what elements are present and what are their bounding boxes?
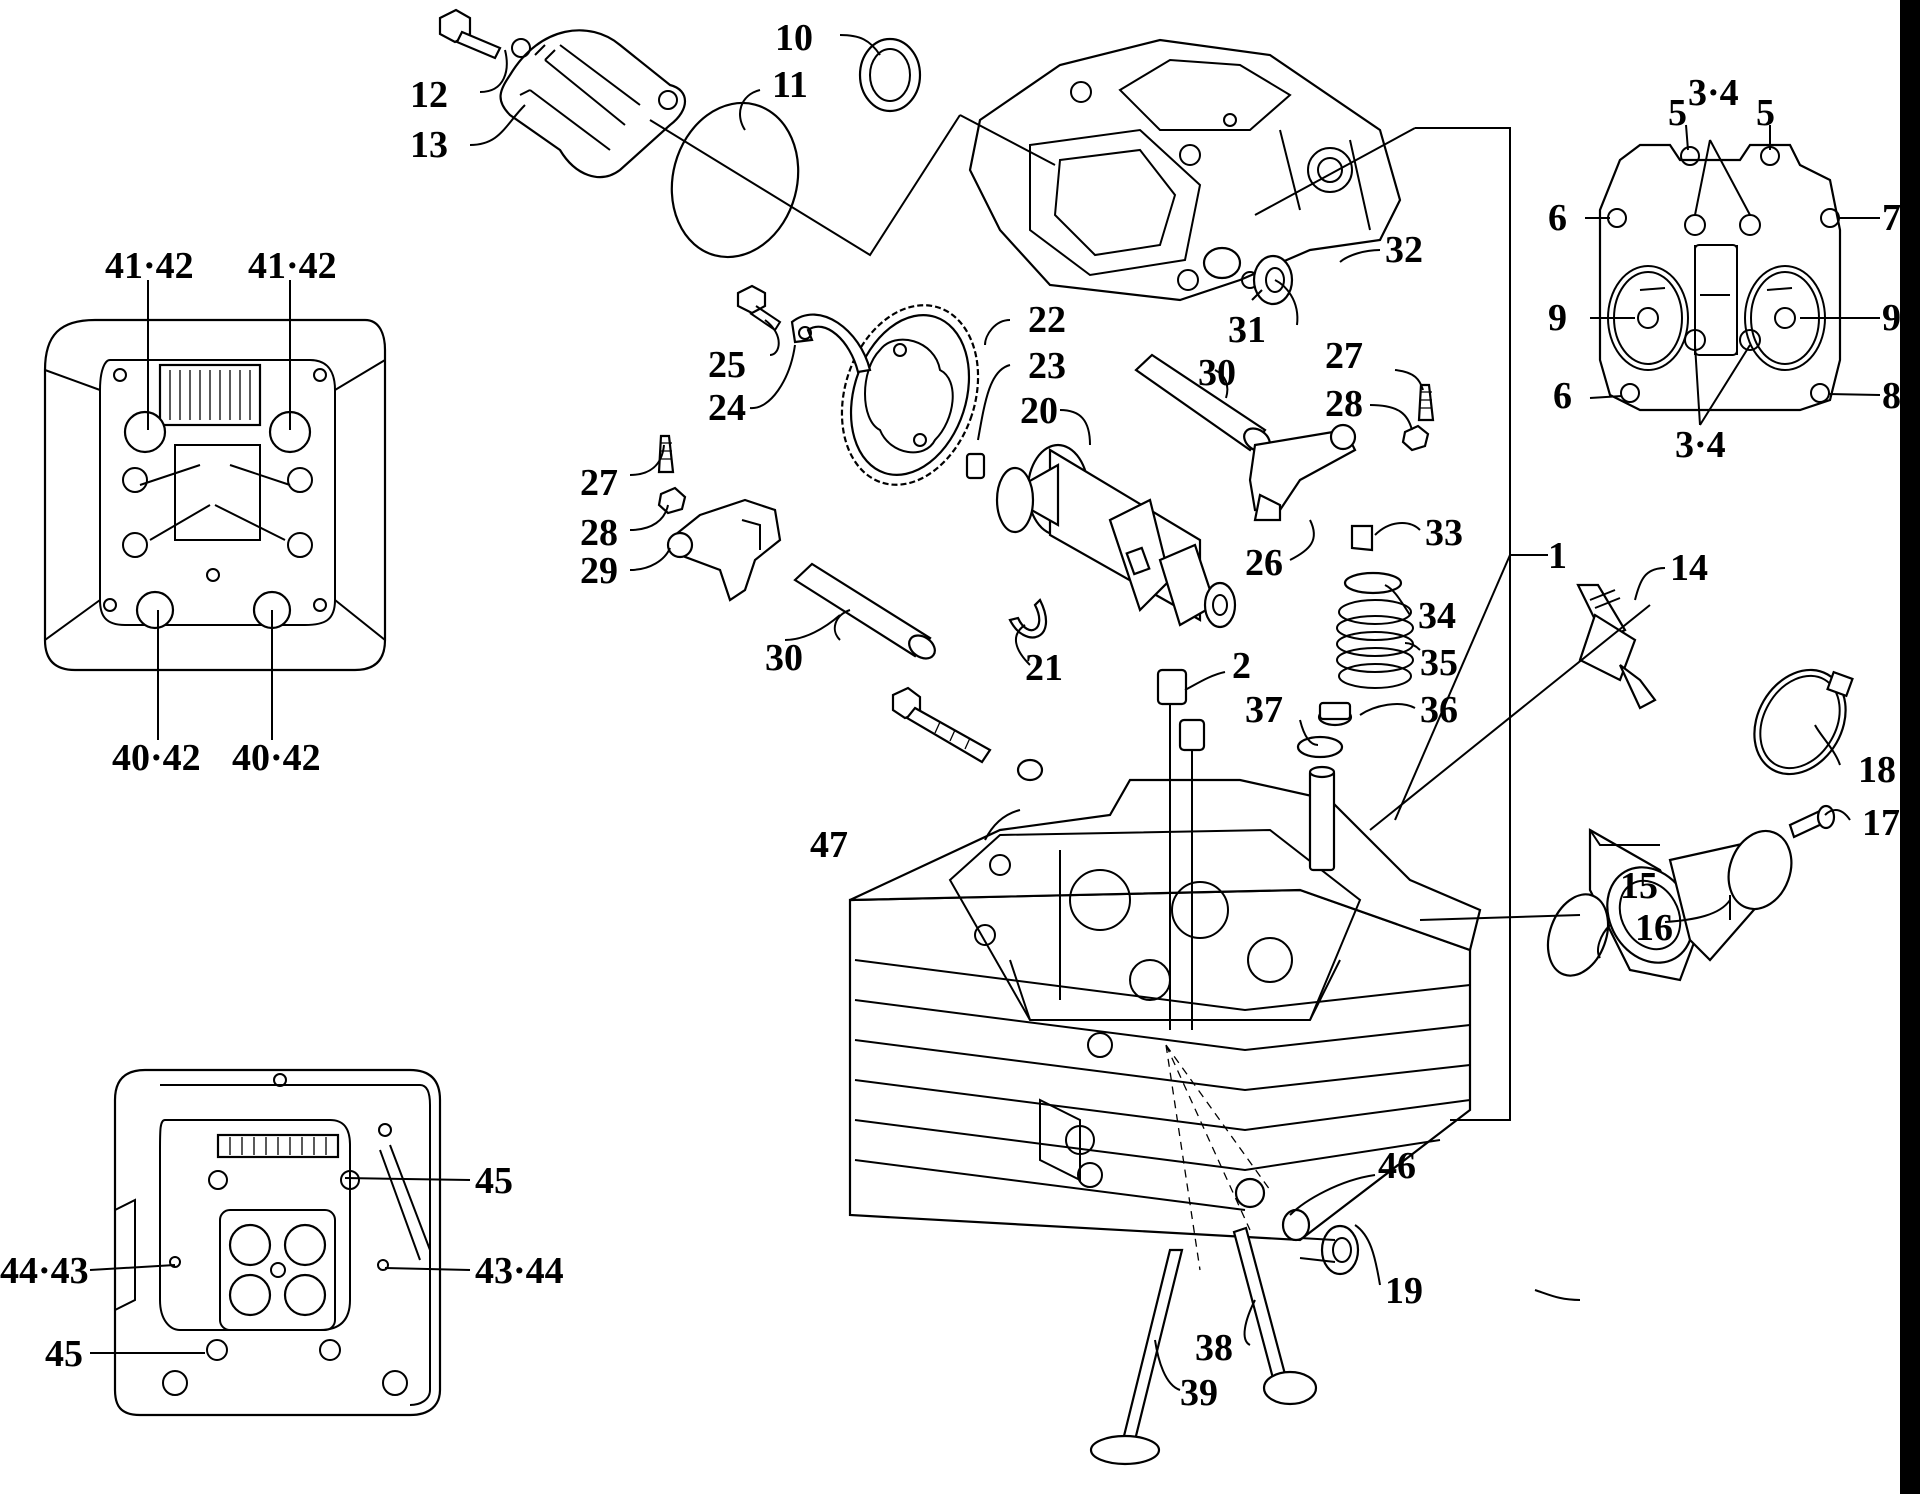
- callout-22: 22: [1028, 299, 1066, 341]
- adjuster-screw-lower: [657, 434, 687, 515]
- leader-lines: [89, 34, 1881, 1391]
- callout-20: 20: [1020, 390, 1058, 432]
- group-bracket: [1415, 127, 1548, 1121]
- bolt-25: [736, 284, 782, 332]
- callout-30-lower: 30: [765, 637, 803, 679]
- o-ring-31: [1202, 246, 1242, 280]
- dowel-pin: [965, 452, 986, 480]
- callout-44-43: 44·43: [0, 1250, 89, 1292]
- callout-27-left: 27: [580, 462, 618, 504]
- callout-labels: 1 2 3·4 3·4 5 5 6 6 7 8 9 9 10 11 12 13 …: [0, 17, 1901, 1414]
- callout-28-right: 28: [1325, 383, 1363, 425]
- inset-bottom-view: [113, 1068, 442, 1417]
- callout-9-right: 9: [1882, 297, 1901, 339]
- head-bolt: [891, 686, 1044, 782]
- callout-46: 46: [1378, 1145, 1416, 1187]
- callout-43-44: 43·44: [475, 1250, 564, 1292]
- valve-keeper: [1350, 524, 1374, 552]
- valve-stem-seal: [1317, 701, 1353, 727]
- callout-31: 31: [1228, 309, 1266, 351]
- valve-cover: [968, 38, 1402, 302]
- callout-36: 36: [1420, 689, 1458, 731]
- callout-39: 39: [1180, 1372, 1218, 1414]
- callout-12: 12: [410, 74, 448, 116]
- exhaust-valve: [1089, 1248, 1184, 1466]
- cover-gasket: [670, 101, 800, 259]
- callout-6-top: 6: [1548, 197, 1567, 239]
- callout-29: 29: [580, 550, 618, 592]
- cam-clip: [1008, 598, 1048, 639]
- cover-bolt: [438, 8, 502, 60]
- callout-45-upper: 45: [475, 1160, 513, 1202]
- callout-6-bottom: 6: [1553, 375, 1572, 417]
- plug-32: [1251, 254, 1294, 306]
- callout-45-lower: 45: [45, 1333, 83, 1375]
- callout-8: 8: [1882, 375, 1901, 417]
- callout-41-42-right: 41·42: [248, 245, 337, 287]
- callout-18: 18: [1858, 749, 1896, 791]
- callout-40-42-right: 40·42: [232, 737, 321, 779]
- callout-28-left: 28: [580, 512, 618, 554]
- callout-47: 47: [810, 824, 848, 866]
- rocker-shaft-upper: [1134, 353, 1271, 453]
- callout-19: 19: [1385, 1270, 1423, 1312]
- valve-guide-sleeve: [1308, 765, 1336, 872]
- cap-seal: [858, 37, 922, 113]
- callout-17: 17: [1862, 802, 1900, 844]
- callout-30-upper: 30: [1198, 352, 1236, 394]
- spark-plug: [1576, 583, 1657, 710]
- sprocket-retainer: [790, 313, 872, 374]
- callout-26: 26: [1245, 542, 1283, 584]
- dowel-pins: [1156, 668, 1206, 1030]
- rocker-arm-upper: [1248, 423, 1357, 522]
- callout-13: 13: [410, 124, 448, 166]
- callout-27-right: 27: [1325, 335, 1363, 377]
- callout-40-42-left: 40·42: [112, 737, 201, 779]
- valve-spring: [1336, 599, 1414, 689]
- rocker-arm-lower: [666, 498, 782, 602]
- callout-41-42-left: 41·42: [105, 245, 194, 287]
- callout-5-left: 5: [1668, 92, 1687, 134]
- spring-seat: [1296, 735, 1344, 759]
- callout-9-left: 9: [1548, 297, 1567, 339]
- callout-15: 15: [1620, 865, 1658, 907]
- callout-7: 7: [1882, 197, 1901, 239]
- plug-19: [1299, 1224, 1360, 1276]
- callout-1: 1: [1548, 535, 1567, 577]
- intake-valve: [1232, 1226, 1318, 1406]
- adjuster-screw-upper: [1401, 383, 1435, 452]
- callout-32: 32: [1385, 229, 1423, 271]
- callout-14: 14: [1670, 547, 1708, 589]
- callout-5-right: 5: [1756, 92, 1775, 134]
- rocker-shaft-lower: [793, 562, 936, 660]
- callout-37: 37: [1245, 689, 1283, 731]
- callout-38: 38: [1195, 1327, 1233, 1369]
- manifold-screw: [1788, 804, 1836, 839]
- callout-10: 10: [775, 17, 813, 59]
- callout-2: 2: [1232, 645, 1251, 687]
- callout-21: 21: [1025, 647, 1063, 689]
- inset-top-view: [43, 318, 387, 672]
- o-ring-46: [1281, 1208, 1311, 1242]
- callout-35: 35: [1420, 642, 1458, 684]
- callout-33: 33: [1425, 512, 1463, 554]
- callout-16: 16: [1635, 907, 1673, 949]
- callout-11: 11: [772, 64, 808, 106]
- edge-bar: [1900, 0, 1920, 1494]
- callout-3-4-top: 3·4: [1688, 72, 1739, 114]
- cover-plate: [499, 29, 686, 179]
- callout-3-4-bottom: 3·4: [1675, 424, 1726, 466]
- hose-clamp: [1753, 668, 1854, 776]
- callout-25: 25: [708, 344, 746, 386]
- callout-24: 24: [708, 387, 746, 429]
- callout-23: 23: [1028, 345, 1066, 387]
- spring-retainer: [1343, 571, 1403, 595]
- camshaft: [995, 443, 1237, 629]
- callout-34: 34: [1418, 595, 1456, 637]
- intake-manifold: [1588, 828, 1793, 982]
- cam-sprocket: [840, 304, 980, 486]
- inset-head-gasket: [1598, 143, 1842, 412]
